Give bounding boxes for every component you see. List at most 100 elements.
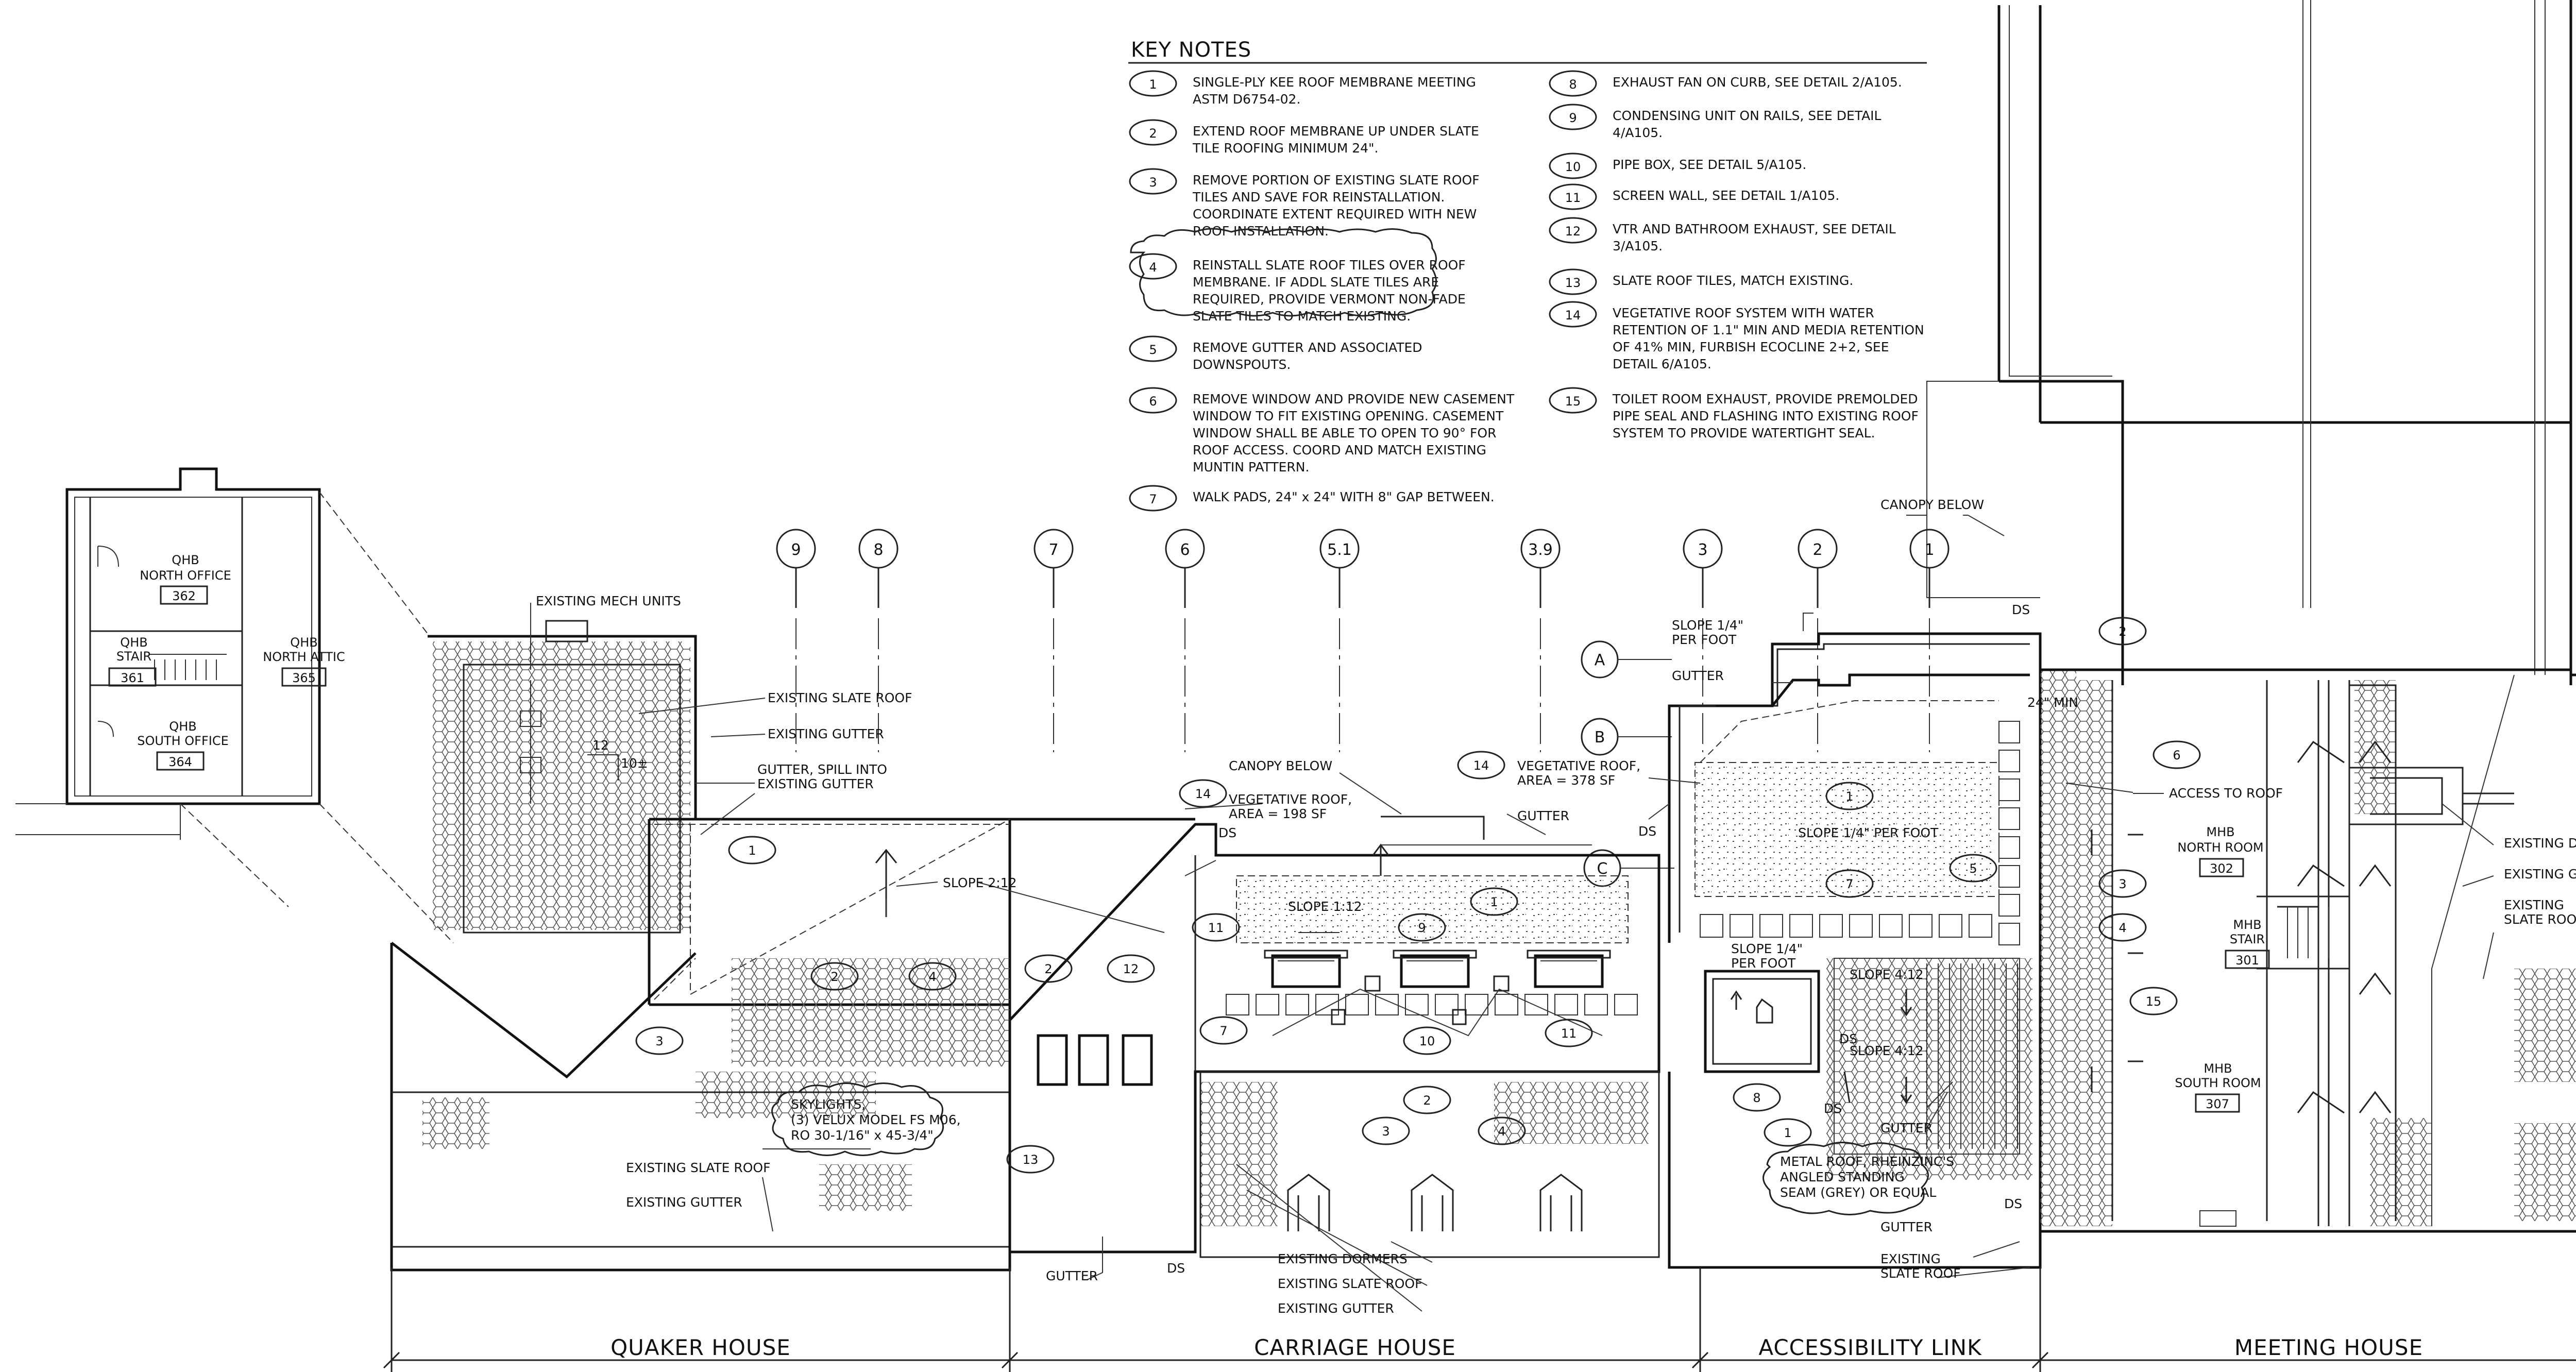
building-dimension-line xyxy=(383,1267,2576,1372)
label-existing-mech-units: EXISTING MECH UNITS xyxy=(536,594,681,608)
note-text-line: 3/A105. xyxy=(1613,239,1663,253)
label-24-min-al: 24" MIN xyxy=(2027,695,2078,710)
plan-annotations: EXISTING MECH UNITS EXISTING SLATE ROOF … xyxy=(536,497,2576,1316)
plan-note-number: 2 xyxy=(1044,962,1052,976)
grid-row-label: A xyxy=(1595,651,1605,669)
plan-note-number: 4 xyxy=(1498,1124,1505,1139)
walk-pad xyxy=(1969,914,1992,938)
note-text-line: REMOVE WINDOW AND PROVIDE NEW CASEMENT xyxy=(1193,392,1515,406)
note-text-line: PIPE SEAL AND FLASHING INTO EXISTING ROO… xyxy=(1613,409,1919,424)
plan-note-bubble: 14 xyxy=(1457,751,1505,780)
note-text-line: REINSTALL SLATE ROOF TILES OVER ROOF xyxy=(1193,258,1466,273)
room-mh-south-name1: MHB xyxy=(2204,1061,2232,1076)
walk-pad xyxy=(1998,750,2020,772)
plan-note-bubble: 10 xyxy=(1403,1026,1451,1055)
walk-pad xyxy=(1285,994,1309,1015)
note-number-bubble xyxy=(1129,119,1177,146)
plan-note-bubble: 3 xyxy=(635,1026,684,1055)
label-ds-2: DS xyxy=(1638,824,1656,839)
walk-pad xyxy=(1584,994,1608,1015)
note-text-line: REQUIRED, PROVIDE VERMONT NON-FADE xyxy=(1193,292,1466,307)
walk-pad xyxy=(1375,994,1399,1015)
label-slope-quarter-a1: SLOPE 1/4" xyxy=(1672,618,1743,633)
grid-column-label: 8 xyxy=(873,541,883,559)
note-number-bubble xyxy=(1129,485,1177,512)
label-existing-slate-mh-1: EXISTING xyxy=(2504,897,2564,912)
plan-note-bubble: 12 xyxy=(1107,954,1155,983)
note-number-bubble xyxy=(1129,70,1177,97)
plan-note-bubble: 1 xyxy=(1764,1118,1812,1147)
label-gutter-al-2: GUTTER xyxy=(1880,1121,1933,1136)
note-text-line: ROOF ACCESS. COORD AND MATCH EXISTING xyxy=(1193,443,1486,458)
label-existing-gutter-ch: EXISTING GUTTER xyxy=(1278,1301,1394,1316)
note-text-line: VEGETATIVE ROOF SYSTEM WITH WATER xyxy=(1613,306,1874,320)
label-gutter-spill-1: GUTTER, SPILL INTO xyxy=(757,762,887,777)
walk-pad xyxy=(1495,994,1518,1015)
grid-column-bubble: 3 xyxy=(1683,529,1723,752)
note-text-line: SLATE TILES TO MATCH EXISTING. xyxy=(1193,309,1411,324)
label-metal-roof-3: SEAM (GREY) OR EQUAL xyxy=(1780,1185,1936,1200)
plan-note-number: 11 xyxy=(1561,1026,1577,1041)
note-number: 7 xyxy=(1149,492,1157,506)
plan-note-bubble: 2 xyxy=(810,962,859,991)
plan-note-bubble: 4 xyxy=(908,962,957,991)
grid-column-bubble: 3.9 xyxy=(1520,529,1561,752)
note-text-line: TOILET ROOM EXHAUST, PROVIDE PREMOLDED xyxy=(1612,392,1918,406)
plan-note-bubble: 4 xyxy=(1478,1116,1526,1145)
qhb-inset-plan: QHB NORTH OFFICE 362 QHB STAIR 361 QHB N… xyxy=(15,467,454,943)
note-number: 6 xyxy=(1149,394,1157,409)
grid-column-label: 3 xyxy=(1698,541,1707,559)
plan-note-number: 11 xyxy=(1208,921,1224,935)
label-existing-slate-roof-qh: EXISTING SLATE ROOF xyxy=(768,690,912,705)
label-existing-slate-al-2: SLATE ROOF xyxy=(1880,1266,1961,1281)
room-mh-stair-name1: MHB xyxy=(2233,918,2261,932)
label-pitch-12-a: 12 xyxy=(592,738,609,753)
walk-pad xyxy=(1465,994,1488,1015)
label-slope-quarter-b1: SLOPE 1/4" xyxy=(1731,941,1803,956)
note-text-line: COORDINATE EXTENT REQUIRED WITH NEW xyxy=(1193,207,1477,222)
note-number-bubble xyxy=(1549,387,1597,414)
room-south-office-name2: SOUTH OFFICE xyxy=(137,734,229,748)
walk-pad xyxy=(1524,994,1548,1015)
walk-pad xyxy=(1554,994,1578,1015)
plan-note-bubble: 15 xyxy=(2129,987,2178,1015)
note-text-line: VTR AND BATHROOM EXHAUST, SEE DETAIL xyxy=(1613,222,1896,236)
grid-column-label: 9 xyxy=(791,541,801,559)
walk-pad xyxy=(1939,914,1962,938)
grid-row-label: B xyxy=(1595,729,1605,747)
label-gutter-al: GUTTER xyxy=(1672,668,1724,683)
grid-column-bubble: 1 xyxy=(1909,529,1950,752)
plan-note-bubble: 3 xyxy=(2098,869,2147,898)
quaker-house-roof xyxy=(390,620,1195,1272)
walk-pad xyxy=(1849,914,1873,938)
label-existing-gutter-mh: EXISTING GUTTER xyxy=(2504,867,2576,882)
room-south-office-num: 364 xyxy=(168,755,192,769)
walk-pad xyxy=(1909,914,1933,938)
label-metal-roof-2: ANGLED STANDING xyxy=(1780,1170,1905,1184)
plan-note-bubble: 1 xyxy=(1825,782,1874,810)
label-ds-3: DS xyxy=(2012,602,2030,617)
label-slope-1-12: SLOPE 1:12 xyxy=(1288,899,1362,914)
grid-row-bubble: C xyxy=(1583,849,1674,887)
plan-note-number: 2 xyxy=(1423,1093,1431,1108)
walk-pad xyxy=(1998,894,2020,917)
label-existing-dormers-ch: EXISTING DORMERS xyxy=(1278,1251,1408,1266)
plan-note-bubble: 4 xyxy=(2098,913,2147,942)
label-ds-6: DS xyxy=(2004,1196,2022,1211)
walk-pad xyxy=(1435,994,1459,1015)
grid-column-label: 2 xyxy=(1812,541,1822,559)
label-slope-4-12-a: SLOPE 4:12 xyxy=(1850,967,1924,982)
note-number-bubble xyxy=(1549,301,1597,328)
note-text-line: WALK PADS, 24" x 24" WITH 8" GAP BETWEEN… xyxy=(1193,489,1495,504)
label-slope-2-12: SLOPE 2:12 xyxy=(943,875,1017,890)
label-metal-roof-1: METAL ROOF, RHEINZINC'S xyxy=(1780,1154,1954,1169)
room-mh-north-num: 302 xyxy=(2210,861,2233,876)
note-number-bubble xyxy=(1549,183,1597,210)
plan-note-number: 1 xyxy=(748,843,756,858)
walk-pad xyxy=(1614,994,1638,1015)
